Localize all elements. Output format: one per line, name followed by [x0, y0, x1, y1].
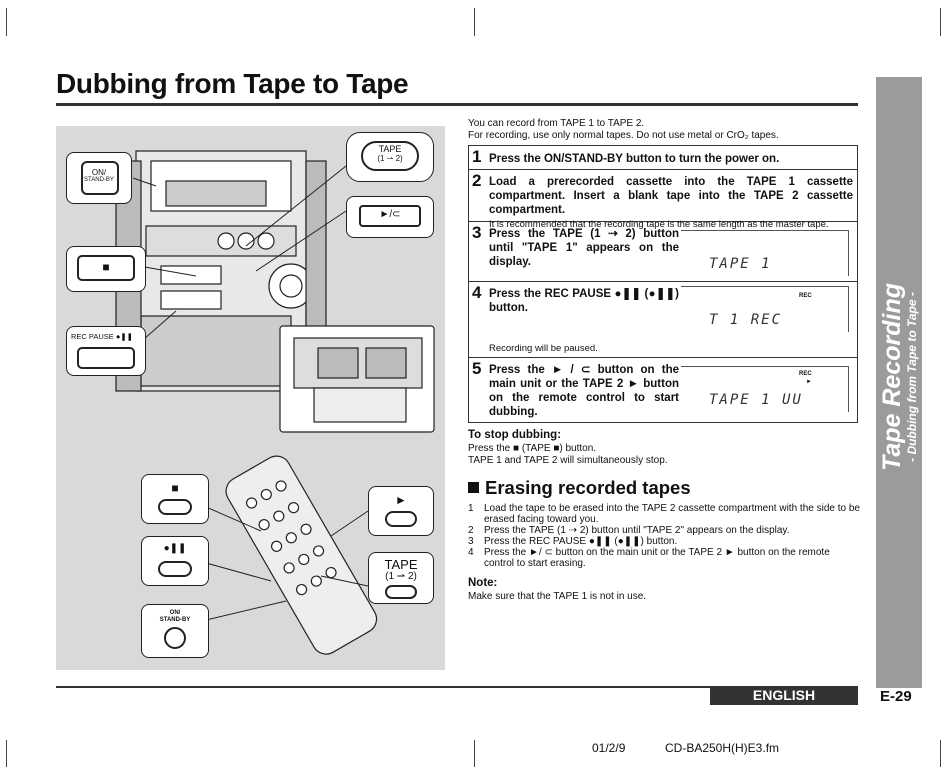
step-text: Press the REC PAUSE ●❚❚ (●❚❚) button. — [489, 288, 679, 314]
print-date: 01/2/9 — [592, 741, 626, 755]
crop-mark — [940, 8, 941, 36]
crop-mark — [940, 740, 941, 767]
tape-label: TAPE — [378, 144, 402, 154]
display-panel: TAPE 1 — [681, 230, 849, 276]
note-body: Make sure that the TAPE 1 is not in use. — [468, 591, 647, 602]
list-item: 4 Press the ►/ ⊂ button on the main unit … — [468, 547, 860, 569]
crop-mark — [6, 740, 7, 767]
display-play-indicator: ► — [806, 379, 812, 385]
step-4: 4 Press the REC PAUSE ●❚❚ (●❚❚) button. … — [469, 282, 857, 358]
note-heading: Note: — [468, 577, 498, 589]
on-standby-label-2: STAND-BY — [84, 177, 114, 183]
step-note: Recording will be paused. — [489, 343, 598, 354]
step-text: Press the TAPE (1 ⇢ 2) button until "TAP… — [489, 228, 679, 268]
list-item-text: Press the ►/ ⊂ button on the main unit o… — [484, 547, 830, 569]
list-item-number: 4 — [468, 547, 474, 558]
page-title: Dubbing from Tape to Tape — [56, 68, 409, 99]
stereo-unit — [115, 150, 327, 392]
on-standby-callout: ON/ STAND-BY — [66, 152, 132, 204]
crop-mark — [474, 8, 475, 36]
crop-mark — [6, 8, 7, 36]
side-tab-main: Tape Recording — [878, 283, 906, 471]
list-item: 2 Press the TAPE (1 ⇢ 2) button until "TA… — [468, 525, 860, 536]
stop-heading: To stop dubbing: — [468, 429, 562, 441]
remote-tape-label: TAPE — [384, 557, 418, 572]
step-number: 1 — [472, 147, 482, 166]
list-item-number: 2 — [468, 525, 474, 536]
intro-line-1: You can record from TAPE 1 to TAPE 2. — [468, 118, 645, 129]
step-number: 4 — [472, 283, 482, 302]
step-note: It is recommended that the recording tap… — [489, 219, 829, 230]
illustration-panel: ON/ STAND-BY TAPE (1 ⇀ 2) ►/⊂ ■ REC PAUS… — [56, 126, 445, 670]
remote-stop-callout: ■ — [141, 474, 209, 524]
tape-callout: TAPE (1 ⇀ 2) — [346, 132, 434, 182]
step-5: 5 Press the ► / ⊂ button on the main uni… — [469, 358, 857, 422]
remote-tape-sub-label: (1 ⇀ 2) — [385, 571, 417, 582]
list-item-number: 3 — [468, 536, 474, 547]
language-badge: ENGLISH — [710, 686, 858, 705]
crop-mark — [474, 740, 475, 767]
steps-table: 1 Press the ON/STAND-BY button to turn t… — [468, 145, 858, 423]
intro-text: You can record from TAPE 1 to TAPE 2. Fo… — [468, 118, 779, 142]
list-item-text: Load the tape to be erased into the TAPE… — [484, 503, 860, 525]
cassette-detail — [279, 325, 435, 433]
remote-tape-callout: TAPE (1 ⇀ 2) — [368, 552, 434, 604]
side-tab-sub: - Dubbing from Tape to Tape - — [905, 292, 919, 462]
stop-line-1: Press the ■ (TAPE ■) button. — [468, 443, 597, 454]
footer-rule — [56, 686, 858, 688]
list-item-text: Press the REC PAUSE ●❚❚ (●❚❚) button. — [484, 536, 678, 547]
step-number: 3 — [472, 223, 482, 242]
display-text: TAPE 1 UU — [709, 392, 803, 408]
remote-play-callout: ► — [368, 486, 434, 536]
remote-stop-label: ■ — [171, 481, 179, 495]
intro-line-2: For recording, use only normal tapes. Do… — [468, 130, 779, 141]
step-number: 5 — [472, 359, 482, 378]
display-panel: REC ► TAPE 1 UU — [681, 366, 849, 412]
remote-control — [225, 455, 378, 655]
stop-line-2: TAPE 1 and TAPE 2 will simultaneously st… — [468, 455, 668, 466]
rec-pause-callout: REC PAUSE ●❚❚ — [66, 326, 146, 376]
remote-pause-label: ●❚❚ — [163, 543, 187, 554]
step-text: Press the ON/STAND-BY button to turn the… — [489, 153, 780, 165]
remote-onstandby-label-1: ON/ — [169, 610, 181, 616]
step-text: Load a prerecorded cassette into the TAP… — [489, 176, 853, 216]
title-rule — [56, 103, 858, 106]
side-tab-text: Tape Recording - Dubbing from Tape to Ta… — [878, 283, 919, 471]
step-number: 2 — [472, 171, 482, 190]
display-panel: REC T 1 REC — [681, 286, 849, 332]
play-callout: ►/⊂ — [346, 196, 434, 238]
display-rec-indicator: REC — [799, 371, 812, 377]
step-3: 3 Press the TAPE (1 ⇢ 2) button until "T… — [469, 222, 857, 282]
display-text: TAPE 1 — [709, 256, 772, 272]
tape-sub-label: (1 ⇀ 2) — [377, 154, 403, 163]
remote-onstandby-label-2: STAND-BY — [159, 617, 191, 623]
step-1: 1 Press the ON/STAND-BY button to turn t… — [469, 146, 857, 170]
side-tab: Tape Recording - Dubbing from Tape to Ta… — [876, 77, 922, 688]
display-rec-indicator: REC — [799, 293, 812, 299]
list-item: 3 Press the REC PAUSE ●❚❚ (●❚❚) button. — [468, 536, 860, 547]
on-standby-label-1: ON/ — [91, 168, 107, 177]
stop-callout: ■ — [66, 246, 146, 292]
square-bullet-icon — [468, 482, 479, 493]
erase-heading: Erasing recorded tapes — [468, 477, 691, 499]
erase-heading-text: Erasing recorded tapes — [485, 477, 691, 498]
rec-pause-label: REC PAUSE ●❚❚ — [71, 332, 133, 341]
file-name: CD-BA250H(H)E3.fm — [665, 741, 780, 755]
page-number: E-29 — [880, 688, 912, 705]
stop-label: ■ — [102, 260, 110, 274]
display-text: T 1 REC — [709, 312, 783, 328]
stop-body: Press the ■ (TAPE ■) button. TAPE 1 and … — [468, 443, 668, 467]
remote-onstandby-callout: ON/ STAND-BY — [141, 604, 209, 658]
remote-play-label: ► — [395, 493, 407, 507]
list-item: 1 Load the tape to be erased into the TAP… — [468, 503, 860, 525]
play-label: ►/⊂ — [379, 209, 401, 220]
remote-pause-callout: ●❚❚ — [141, 536, 209, 586]
erase-list: 1 Load the tape to be erased into the TAP… — [468, 503, 860, 569]
list-item-number: 1 — [468, 503, 474, 514]
stereo-illustration — [115, 150, 435, 655]
list-item-text: Press the TAPE (1 ⇢ 2) button until "TAP… — [484, 525, 790, 536]
step-text: Press the ► / ⊂ button on the main unit … — [489, 364, 679, 418]
step-2: 2 Load a prerecorded cassette into the T… — [469, 170, 857, 230]
